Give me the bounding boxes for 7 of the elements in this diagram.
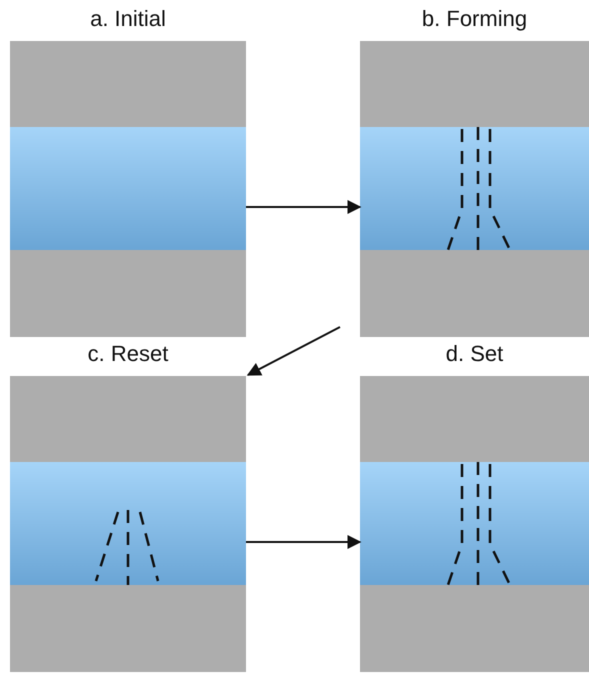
panel-title: c. Reset	[88, 340, 168, 368]
panel-title: b. Forming	[422, 5, 528, 33]
panel-title: a. Initial	[90, 5, 166, 33]
arrow	[246, 535, 362, 549]
arrow	[246, 326, 340, 376]
panel-title: d. Set	[446, 340, 504, 368]
arrow	[246, 200, 362, 214]
